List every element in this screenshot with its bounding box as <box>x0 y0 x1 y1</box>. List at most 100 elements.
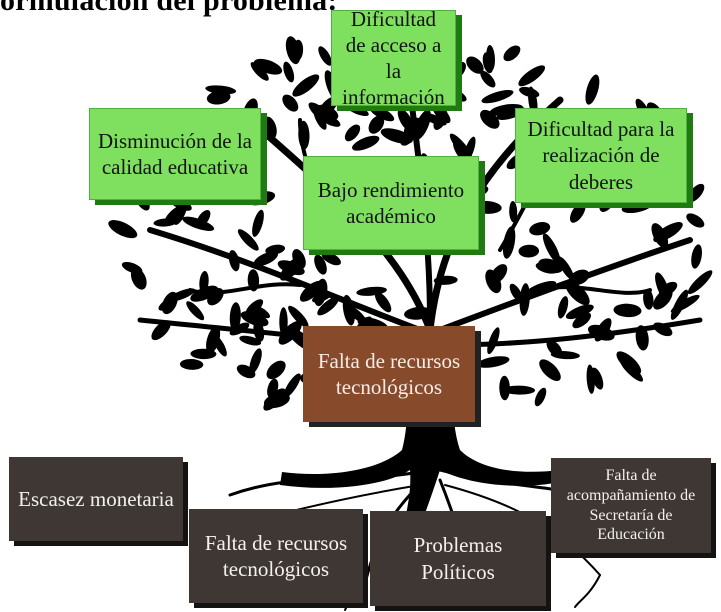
leaf-shape <box>503 45 521 62</box>
leaf-shape <box>288 305 309 328</box>
leaf-shape <box>121 261 143 274</box>
leaf-shape <box>249 348 262 374</box>
leaf-shape <box>620 359 644 382</box>
leaf-shape <box>502 226 516 259</box>
leaf-shape <box>550 351 580 360</box>
cause-box-recursos: Falta de recursos tecnológicos <box>189 509 363 603</box>
leaf-shape <box>239 335 262 346</box>
leaf-shape <box>585 74 600 105</box>
leaf-shape <box>565 304 594 320</box>
leaf-shape <box>485 269 502 294</box>
leaf-shape <box>292 39 304 61</box>
effect-box-calidad: Disminución de la calidad educativa <box>89 108 261 200</box>
leaf-shape <box>466 56 484 74</box>
leaf-shape <box>569 202 586 223</box>
central-problem-box: Falta de recursos tecnológicos <box>303 326 475 422</box>
effect-box-rendimiento: Bajo rendimiento académico <box>303 156 479 250</box>
leaf-shape <box>253 251 278 267</box>
leaf-shape <box>481 89 514 104</box>
leaf-shape <box>509 283 523 302</box>
leaf-shape <box>153 218 177 227</box>
leaf-shape <box>265 244 286 255</box>
leaf-shape <box>344 124 361 142</box>
leaf-shape <box>518 65 546 87</box>
leaf-shape <box>250 62 269 81</box>
leaf-shape <box>179 358 204 370</box>
leaf-shape <box>352 135 380 151</box>
leaf-shape <box>368 115 385 134</box>
leaf-shape <box>557 256 575 281</box>
leaf-shape <box>319 113 341 127</box>
leaf-shape <box>591 367 604 390</box>
page-heading: ormulación del problema: <box>0 0 338 17</box>
leaf-shape <box>292 74 320 97</box>
leaf-shape <box>687 183 705 203</box>
leaf-shape <box>557 296 569 319</box>
leaf-shape <box>659 281 678 297</box>
leaf-shape <box>277 260 305 276</box>
leaf-shape <box>539 359 561 381</box>
leaf-shape <box>318 46 332 66</box>
leaf-shape <box>186 301 205 321</box>
leaf-shape <box>538 258 564 274</box>
leaf-shape <box>519 86 540 98</box>
leaf-shape <box>529 222 551 236</box>
leaf-shape <box>345 103 369 117</box>
leaf-shape <box>199 271 209 294</box>
leaf-shape <box>317 297 339 316</box>
leaf-shape <box>686 213 705 228</box>
leaf-shape <box>266 360 286 380</box>
leaf-shape <box>400 127 417 146</box>
leaf-shape <box>240 311 269 327</box>
leaf-shape <box>687 270 713 295</box>
leaf-shape <box>205 85 237 95</box>
leaf-shape <box>321 251 341 266</box>
leaf-shape <box>613 303 642 318</box>
leaf-shape <box>651 223 669 249</box>
leaf-shape <box>487 327 500 355</box>
tree-trunk <box>280 330 560 560</box>
leaf-shape <box>586 364 595 394</box>
leaf-shape <box>283 61 295 83</box>
effect-box-deberes: Dificultad para la realización de debere… <box>515 108 687 203</box>
leaf-shape <box>190 348 217 360</box>
leaf-shape <box>108 220 138 239</box>
leaf-shape <box>283 373 301 398</box>
leaf-shape <box>480 70 496 88</box>
leaf-shape <box>542 233 561 264</box>
leaf-shape <box>229 302 241 332</box>
leaf-shape <box>251 305 271 319</box>
leaf-shape <box>182 216 215 231</box>
leaf-shape <box>482 52 494 74</box>
leaf-shape <box>282 94 299 112</box>
leaf-shape <box>299 281 323 302</box>
cause-box-politicos: Problemas Políticos <box>370 511 546 606</box>
leaf-shape <box>374 291 392 313</box>
leaf-shape <box>167 288 196 302</box>
leaf-shape <box>213 335 227 357</box>
leaf-shape <box>670 289 689 320</box>
leaf-shape <box>621 200 653 214</box>
leaf-shape <box>314 254 327 275</box>
leaf-shape <box>313 108 327 130</box>
cause-box-secretaria: Falta de acompañamiento de Secretaría de… <box>551 458 711 553</box>
leaf-shape <box>252 209 264 237</box>
leaf-shape <box>471 200 502 214</box>
leaf-shape <box>237 229 259 251</box>
leaf-shape <box>534 387 547 407</box>
leaf-shape <box>502 385 536 395</box>
effect-box-acceso: Dificultad de acceso a la información <box>331 7 456 109</box>
leaf-shape <box>433 109 448 130</box>
leaf-shape <box>691 244 702 269</box>
leaf-shape <box>253 58 283 75</box>
leaf-shape <box>518 244 540 258</box>
leaf-shape <box>489 103 524 116</box>
leaf-shape <box>172 197 188 225</box>
leaf-shape <box>449 133 473 160</box>
leaf-shape <box>236 364 256 379</box>
leaf-shape <box>572 312 592 329</box>
leaf-shape <box>509 201 518 223</box>
cause-box-escasez: Escasez monetaria <box>9 457 183 541</box>
leaf-shape <box>643 288 654 310</box>
leaf-shape <box>263 388 286 411</box>
